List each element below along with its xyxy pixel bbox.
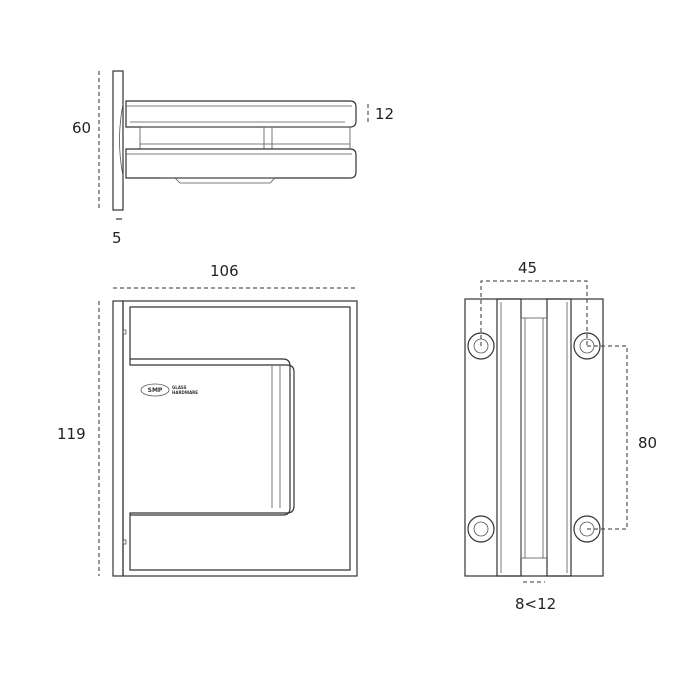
side-view xyxy=(98,70,369,220)
logo-oval xyxy=(140,383,170,397)
end-hole-bottom-left xyxy=(467,515,495,543)
side-wall-plate xyxy=(112,70,124,211)
dim-line-45 xyxy=(480,280,588,346)
dim-line-80 xyxy=(587,345,628,530)
dim-label-80: 80 xyxy=(638,434,657,452)
front-c-outline xyxy=(129,306,351,571)
brand-logo: SMP GLASS HARDWARE xyxy=(140,383,198,397)
logo-mark: SMP xyxy=(148,387,163,394)
logo-line2: HARDWARE xyxy=(172,390,198,395)
front-view xyxy=(98,287,358,577)
logo-line1: GLASS xyxy=(172,385,187,390)
dim-label-12: 12 xyxy=(375,105,394,123)
side-bottom-arm xyxy=(125,148,357,179)
end-view xyxy=(464,280,628,583)
dim-label-106: 106 xyxy=(210,262,239,280)
dim-label-glass: 8<12 xyxy=(515,595,556,613)
dim-label-5: 5 xyxy=(112,229,122,247)
side-top-arm xyxy=(125,100,357,128)
end-frame xyxy=(464,298,604,577)
dim-label-119: 119 xyxy=(57,425,86,443)
front-tongue xyxy=(130,358,291,516)
front-body-outer xyxy=(122,300,358,577)
side-plate-curve xyxy=(119,103,124,177)
dim-label-60: 60 xyxy=(72,119,91,137)
end-right-leaf xyxy=(546,298,572,577)
end-glass-slot xyxy=(520,317,548,559)
front-wall-plate xyxy=(112,300,124,577)
dim-label-45: 45 xyxy=(518,259,537,277)
side-gap xyxy=(139,126,351,150)
